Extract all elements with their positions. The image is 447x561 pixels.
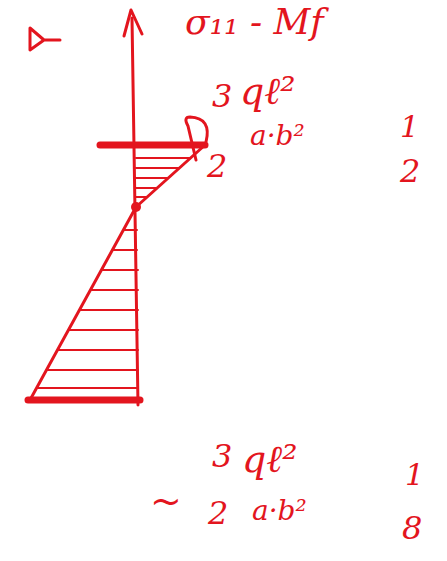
leader-bracket bbox=[186, 117, 207, 160]
stress-line bbox=[30, 207, 136, 400]
formula-term: 8 bbox=[402, 512, 422, 544]
stress-bar-top bbox=[100, 142, 205, 149]
formula-term: 2 bbox=[207, 150, 227, 182]
formula-term: ~ bbox=[150, 482, 182, 520]
formula-term: 2 bbox=[208, 497, 228, 529]
formula-term: 1 bbox=[400, 112, 419, 142]
formula-term: 3 bbox=[212, 80, 232, 112]
formula-term: qℓ² bbox=[242, 440, 297, 478]
neutral-axis-dot bbox=[131, 202, 141, 212]
hatching bbox=[38, 230, 138, 388]
formula-term: 3 bbox=[212, 440, 232, 472]
hatching bbox=[136, 158, 190, 197]
heading-note: σ₁₁ - Mf bbox=[185, 4, 324, 40]
axis-arrowhead bbox=[124, 10, 142, 36]
formula-term: qℓ² bbox=[240, 72, 295, 110]
formula-term: 2 bbox=[400, 155, 420, 187]
arrow-mark bbox=[30, 28, 60, 50]
formula-term: 1 bbox=[405, 460, 424, 490]
formula-term: a·b² bbox=[250, 122, 305, 150]
stress-bar-bottom bbox=[28, 397, 140, 404]
formula-term: a·b² bbox=[252, 497, 307, 525]
